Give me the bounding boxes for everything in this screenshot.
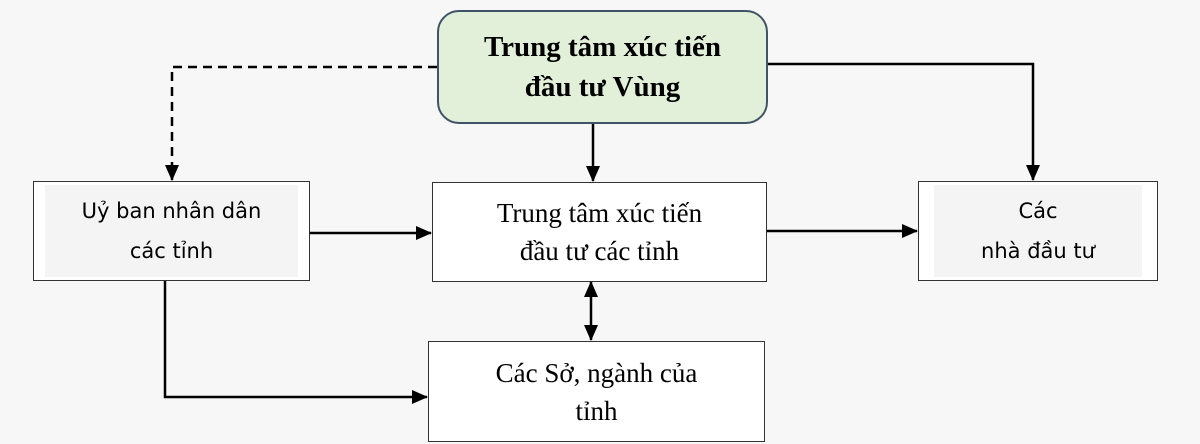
arrow-committee-to-departments — [163, 280, 428, 404]
dashed-arrow-regional-to-committee — [165, 65, 437, 181]
node-label-line2: các tỉnh — [129, 239, 214, 263]
node-label-line1: Các — [1018, 199, 1058, 223]
node-label-line2: nhà đầu tư — [981, 239, 1095, 263]
regional-investment-center-node: Trung tâm xúc tiến đầu tư Vùng — [437, 10, 768, 124]
arrow-regional-to-investors — [768, 62, 1040, 181]
provincial-departments-node: Các Sở, ngành của tỉnh — [428, 341, 765, 442]
provincial-committee-node: Uỷ ban nhân dân các tỉnh — [33, 181, 310, 281]
investors-node: Các nhà đầu tư — [918, 181, 1158, 281]
node-label: Các nhà đầu tư — [934, 185, 1142, 277]
node-label-line1: Uỷ ban nhân dân — [81, 199, 262, 223]
provincial-investment-center-node: Trung tâm xúc tiến đầu tư các tỉnh — [432, 182, 767, 282]
node-label-line2: đầu tư các tỉnh — [519, 236, 680, 266]
node-label-line1: Các Sở, ngành của — [495, 357, 698, 388]
node-label-line2: đầu tư Vùng — [524, 71, 681, 103]
node-label-line1: Trung tâm xúc tiến — [496, 198, 703, 228]
node-label: Uỷ ban nhân dân các tỉnh — [45, 185, 298, 277]
node-label-line2: tỉnh — [575, 395, 618, 426]
node-label-line1: Trung tâm xúc tiến — [483, 31, 722, 63]
